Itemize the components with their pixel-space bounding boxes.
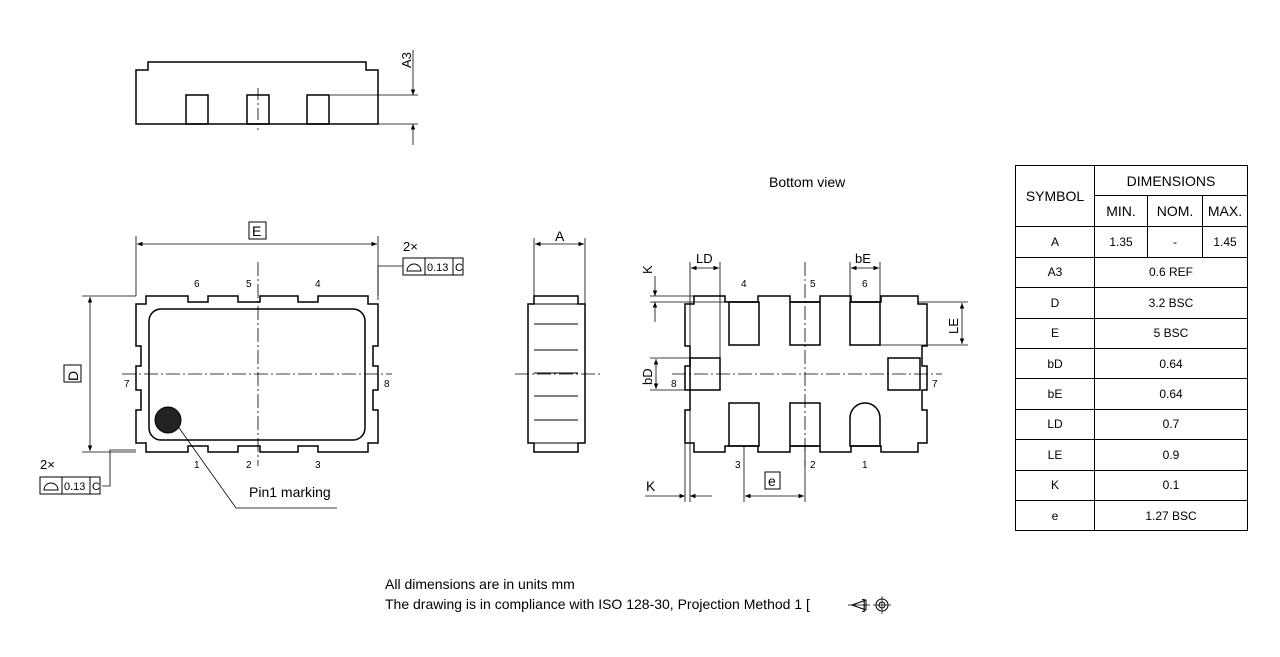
nom-header: NOM.	[1147, 195, 1203, 228]
row-symbol: e	[1015, 499, 1095, 532]
table-row: e 1.27 BSC	[1015, 499, 1248, 532]
svg-text:C: C	[455, 262, 463, 274]
dim-label-k-top: K	[640, 265, 655, 274]
dim-label-bd: bD	[640, 368, 655, 385]
symbol-header: SYMBOL	[1015, 164, 1095, 228]
pin-label-3: 3	[315, 460, 321, 471]
row-symbol: K	[1015, 469, 1095, 501]
pin1-marking-label: Pin1 marking	[249, 484, 331, 500]
table-row: LD 0.7	[1015, 408, 1248, 441]
bv-pin-label-4: 4	[741, 279, 747, 290]
table-row: A3 0.6 REF	[1015, 256, 1248, 289]
svg-text:2×: 2×	[403, 239, 418, 254]
row-max: 1.45	[1202, 226, 1248, 258]
dim-label-be: bE	[855, 251, 871, 266]
bv-pin-label-5: 5	[810, 279, 816, 290]
bv-pin-label-2: 2	[810, 460, 816, 471]
dim-label-a3: A3	[399, 52, 414, 68]
row-nom: -	[1147, 226, 1203, 258]
table-row: E 5 BSC	[1015, 317, 1248, 349]
table-row: D 3.2 BSC	[1015, 287, 1248, 319]
dim-label-le: LE	[946, 318, 961, 334]
pin-label-2: 2	[246, 460, 252, 471]
svg-text:C: C	[92, 481, 100, 493]
row-symbol: bE	[1015, 378, 1095, 410]
pin-label-1: 1	[194, 460, 200, 471]
top-view	[82, 236, 403, 509]
dim-label-e-pitch: e	[768, 473, 776, 489]
bv-pin-label-7: 7	[932, 379, 938, 390]
bottom-view	[645, 262, 968, 502]
table-row: bD 0.64	[1015, 347, 1248, 380]
table-row: bE 0.64	[1015, 378, 1248, 410]
pin-label-4: 4	[315, 279, 321, 290]
end-view	[515, 238, 600, 453]
row-symbol: LE	[1015, 439, 1095, 471]
compliance-note-text: The drawing is in compliance with ISO 12…	[385, 596, 810, 612]
tolerance-frame-left: 2× 0.13 C	[39, 457, 101, 495]
tolerance-frame-right: 2× 0.13 C	[402, 239, 464, 276]
table-row: A 1.35 - 1.45	[1015, 226, 1248, 258]
row-value: 0.64	[1094, 347, 1248, 380]
projection-method-icon	[848, 596, 891, 614]
dim-label-ld: LD	[696, 251, 713, 266]
row-value: 0.64	[1094, 378, 1248, 410]
compliance-note: The drawing is in compliance with ISO 12…	[385, 596, 866, 612]
dim-label-d: D	[65, 371, 81, 381]
table-row: LE 0.9	[1015, 439, 1248, 471]
row-symbol: E	[1015, 317, 1095, 349]
pin-label-6: 6	[194, 279, 200, 290]
row-symbol: D	[1015, 287, 1095, 319]
row-value: 0.9	[1094, 439, 1248, 471]
row-value: 3.2 BSC	[1094, 287, 1248, 319]
row-value: 0.6 REF	[1094, 256, 1248, 289]
min-header: MIN.	[1094, 195, 1148, 228]
bv-pin-label-6: 6	[862, 279, 868, 290]
max-header: MAX.	[1202, 195, 1248, 228]
dim-label-k-bottom: K	[646, 478, 656, 494]
svg-text:0.13: 0.13	[427, 262, 448, 274]
row-value: 0.1	[1094, 469, 1248, 501]
row-symbol: A	[1015, 226, 1095, 258]
row-symbol: bD	[1015, 347, 1095, 380]
pin-label-8: 8	[384, 379, 390, 390]
row-value: 1.27 BSC	[1094, 499, 1248, 532]
units-note: All dimensions are in units mm	[385, 576, 575, 592]
bv-pin-label-3: 3	[735, 460, 741, 471]
dimensions-header: DIMENSIONS	[1094, 164, 1248, 197]
pin-label-5: 5	[246, 279, 252, 290]
row-value: 5 BSC	[1094, 317, 1248, 349]
svg-text:0.13: 0.13	[64, 481, 85, 493]
dim-label-a: A	[555, 228, 565, 244]
svg-text:2×: 2×	[40, 457, 55, 472]
bv-pin-label-1: 1	[862, 460, 868, 471]
compliance-note-close: ]	[861, 596, 866, 612]
table-row: K 0.1	[1015, 469, 1248, 501]
row-symbol: LD	[1015, 408, 1095, 441]
bv-pin-label-8: 8	[671, 379, 677, 390]
row-min: 1.35	[1094, 226, 1148, 258]
bottom-view-title: Bottom view	[769, 174, 846, 190]
row-symbol: A3	[1015, 256, 1095, 289]
pin-label-7: 7	[124, 379, 130, 390]
pin1-marking-dot	[154, 406, 182, 434]
dim-label-e: E	[252, 223, 261, 239]
side-view	[135, 50, 418, 145]
dimensions-table: SYMBOL DIMENSIONS MIN. NOM. MAX. A 1.35 …	[1015, 164, 1248, 532]
row-value: 0.7	[1094, 408, 1248, 441]
